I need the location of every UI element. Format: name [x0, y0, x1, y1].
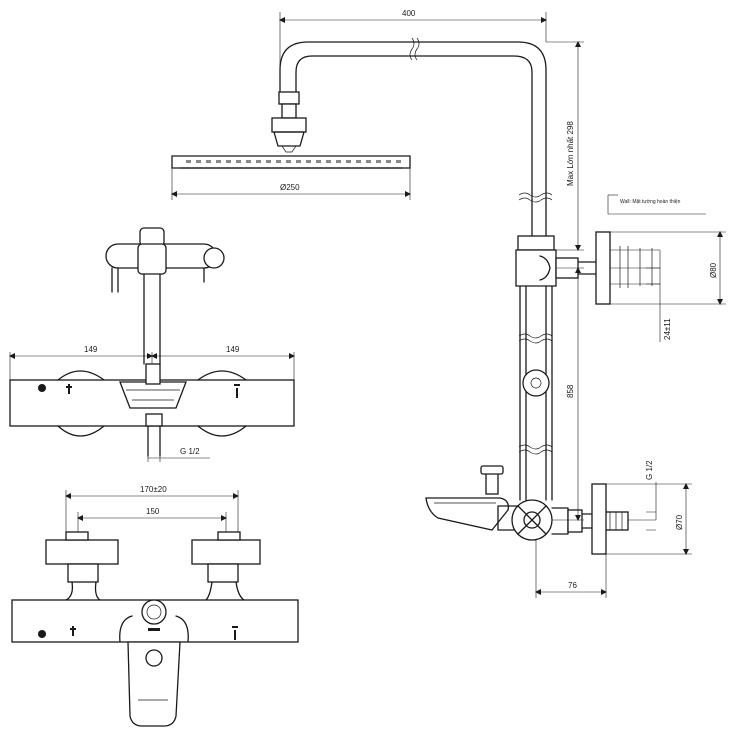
dim-170-20: 170±20 — [140, 485, 167, 494]
holder-knob — [522, 369, 550, 397]
nozzle-mark — [346, 160, 351, 163]
wall-flange-top — [595, 231, 611, 305]
nozzle-mark — [356, 160, 361, 163]
dim-76: 76 — [568, 581, 577, 590]
nozzle-mark — [276, 160, 281, 163]
nozzle-mark — [186, 160, 191, 163]
dim-80: Ø80 — [709, 262, 718, 278]
nozzle-mark — [316, 160, 321, 163]
nozzle-mark — [336, 160, 341, 163]
mixer-body-side — [425, 465, 629, 541]
nozzle-mark — [396, 160, 401, 163]
nozzle-mark — [386, 160, 391, 163]
dim-149-right: 149 — [226, 345, 240, 354]
nozzle-mark — [246, 160, 251, 163]
nozzle-mark — [266, 160, 271, 163]
nozzle-mark — [216, 160, 221, 163]
dim-250: Ø250 — [280, 183, 300, 192]
dim-858: 858 — [566, 384, 575, 398]
dim-g12-left: G 1/2 — [180, 447, 200, 456]
shower-head — [171, 155, 411, 169]
inlet-flange-right — [191, 539, 261, 565]
nozzle-mark — [206, 160, 211, 163]
wall-note: Wall: Mặt tường hoàn thiện — [620, 199, 681, 205]
shower-column-side-view: Wall: Mặt tường hoàn thiện 400 Ø250 Max … — [171, 9, 726, 598]
dimension-lines: 400 Ø250 Max Lớn nhất 298 858 Ø80 24±11 — [171, 9, 726, 598]
wall-flange-bottom — [591, 483, 607, 555]
nozzle-mark — [196, 160, 201, 163]
nozzle-mark — [326, 160, 331, 163]
dim-max-298: Max Lớn nhất 298 — [566, 121, 575, 186]
nozzle-mark — [296, 160, 301, 163]
arm-nut — [278, 91, 300, 105]
nozzle-mark — [236, 160, 241, 163]
sliding-bracket — [515, 235, 605, 287]
dim-150: 150 — [146, 507, 160, 516]
arm-break-mark — [409, 37, 415, 61]
nozzle-mark — [376, 160, 381, 163]
nozzle-mark — [306, 160, 311, 163]
dim-400: 400 — [402, 9, 416, 18]
dim-149-left: 149 — [84, 345, 98, 354]
inlet-flange-left — [45, 539, 119, 565]
dim-24-11: 24±11 — [663, 318, 672, 340]
head-swivel — [271, 117, 307, 133]
nozzle-mark — [256, 160, 261, 163]
mixer-inlet-view: 170±20 150 — [11, 485, 299, 727]
nozzle-mark — [286, 160, 291, 163]
overhead-arm — [279, 41, 547, 237]
mixer-front-view: 149 149 G 1/2 — [9, 227, 295, 462]
nozzle-mark — [226, 160, 231, 163]
nozzle-mark — [366, 160, 371, 163]
overhead-arm-inner — [295, 55, 533, 237]
dim-70: Ø70 — [675, 514, 684, 530]
dim-g12-right: G 1/2 — [645, 460, 654, 480]
